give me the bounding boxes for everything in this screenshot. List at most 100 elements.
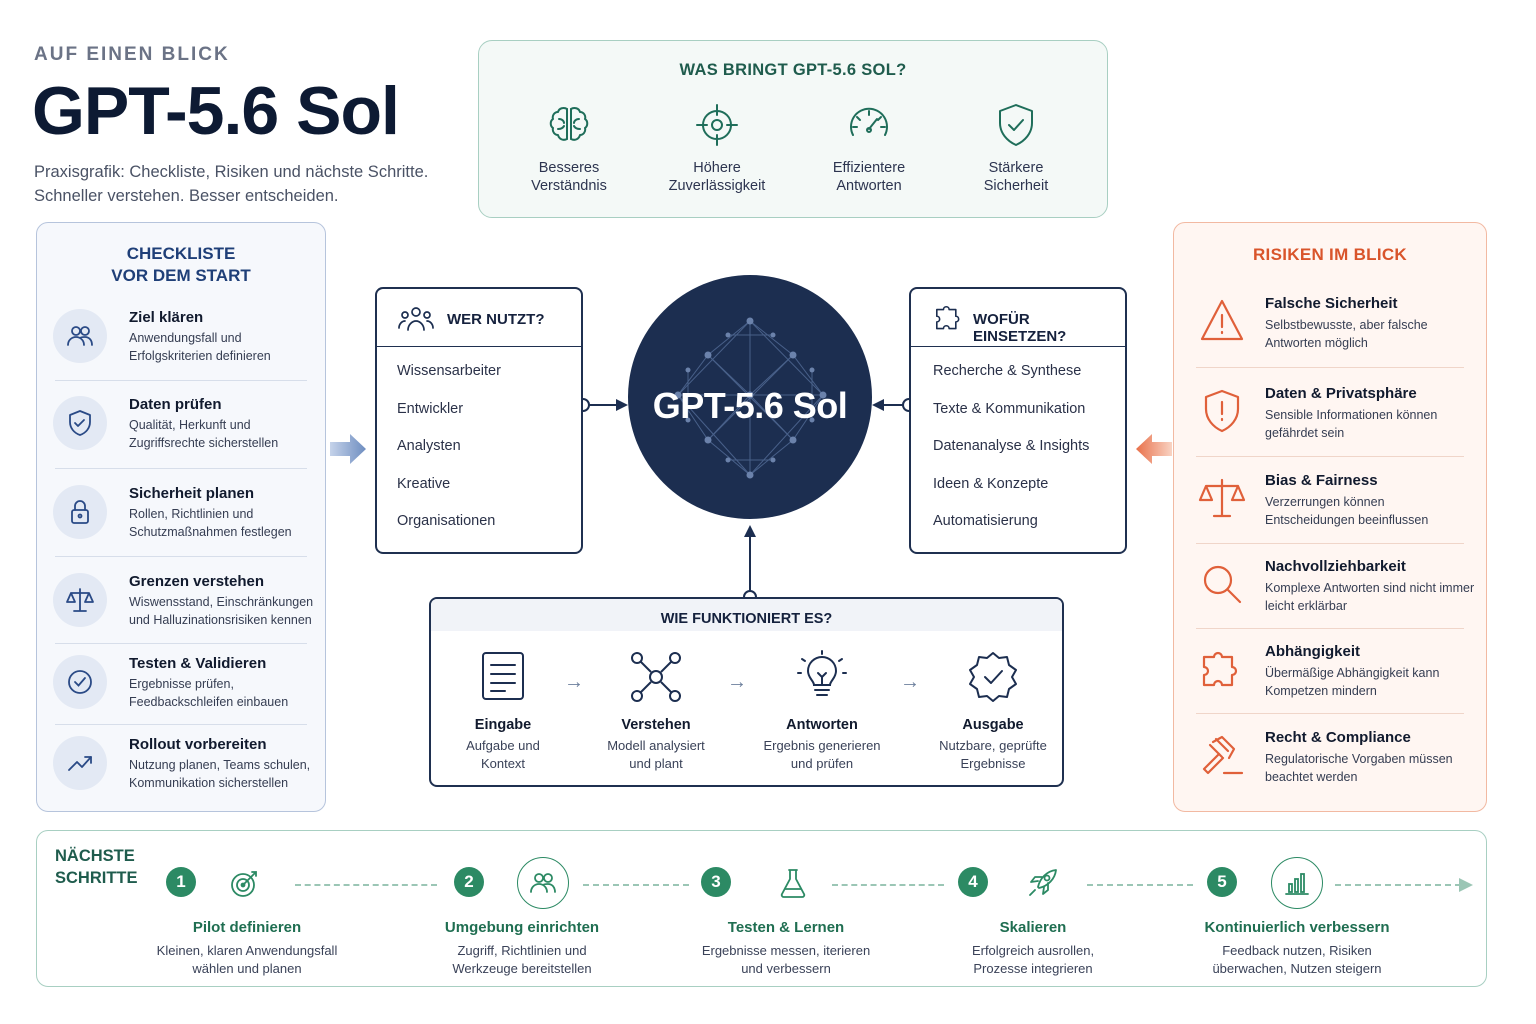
step-text: Pilot definieren Kleinen, klaren Anwendu… (127, 919, 367, 977)
eyebrow-label: AUF EINEN BLICK (34, 44, 230, 65)
step-title: Kontinuierlich verbessern (1204, 919, 1390, 936)
arrow-left-icon (1136, 434, 1172, 464)
puzzle-icon (935, 306, 960, 330)
how-it-works-title: WIE FUNKTIONIERT ES? (660, 611, 833, 627)
divider (55, 556, 307, 557)
lock-icon (71, 500, 89, 524)
subtitle-line-2: Schneller verstehen. Besser entscheiden. (34, 187, 339, 205)
target-arrow-icon (231, 871, 257, 897)
step-icon-badge (1016, 857, 1068, 909)
benefits-panel: WAS BRINGT GPT-5.6 SOL? Besseres Verstän… (478, 40, 1108, 218)
step-number-badge: 5 (1207, 867, 1237, 897)
bar-chart-icon (1285, 873, 1309, 895)
users-icon (67, 326, 93, 346)
divider (1196, 713, 1464, 714)
step-title: Testen & Lernen (727, 919, 845, 936)
checklist-item-title: Daten prüfen (129, 396, 222, 413)
step-desc: Erfolgreich ausrollen, Prozesse integrie… (913, 942, 1153, 977)
risk-title: Bias & Fairness (1265, 472, 1378, 489)
next-steps-title-line2: SCHRITTE (55, 869, 138, 887)
list-item: Organisationen (397, 513, 496, 529)
step-desc-line1: Ergebnis generieren (763, 738, 881, 753)
step-text: Testen & Lernen Ergebnisse messen, iteri… (666, 919, 906, 977)
list-item: Wissensarbeiter (397, 363, 501, 379)
step-desc: Ergebnisse messen, iterieren und verbess… (666, 942, 906, 977)
benefit-reliability: Höhere Zuverlässigkeit (647, 101, 787, 195)
step-arrow-icon: → (564, 671, 584, 693)
how-it-works-header (431, 599, 1062, 631)
divider (55, 468, 307, 469)
step-desc-line1: Feedback nutzen, Risiken (1222, 943, 1372, 958)
list-item: Recherche & Synthese (933, 363, 1082, 379)
benefit-security: Stärkere Sicherheit (946, 101, 1086, 195)
process-step-output: Ausgabe Nutzbare, geprüfte Ergebnisse (918, 649, 1068, 772)
check-circle-icon (68, 670, 92, 694)
model-core-label: GPT-5.6 Sol (652, 385, 848, 426)
step-desc-line1: Modell analysiert (607, 738, 705, 753)
step-desc-line2: Ergebnisse (960, 755, 1026, 771)
use-cases-list: Recherche & Synthese Texte & Kommunikati… (933, 363, 1089, 551)
step-title: Eingabe (474, 717, 532, 733)
shield-check-icon (999, 104, 1033, 146)
step-desc: Feedback nutzen, Risiken überwachen, Nut… (1177, 942, 1417, 977)
step-desc-line2: Kontext (480, 755, 526, 771)
shield-check-icon (69, 410, 91, 436)
step-text: Kontinuierlich verbessern Feedback nutze… (1177, 919, 1417, 977)
checklist-item: Rollout vorbereiten Nutzung planen, Team… (53, 724, 323, 812)
document-icon (482, 652, 524, 700)
checklist-item-desc: Qualität, Herkunft und Zugriffsrechte si… (129, 418, 279, 450)
checklist-item-desc: Anwendungsfall und Erfolgskriterien defi… (129, 331, 271, 363)
step-connector (295, 884, 437, 886)
use-cases-panel: WOFÜR EINSETZEN? Recherche & Synthese Te… (909, 287, 1127, 554)
flask-icon (780, 869, 806, 898)
step-desc-line2: Werkzeuge bereitstellen (452, 960, 592, 976)
benefit-label-line1: Effizientere (832, 160, 906, 176)
arrow-head-icon (1459, 878, 1473, 892)
step-title: Verstehen (621, 717, 691, 733)
who-uses-header: WER NUTZT? (377, 289, 581, 347)
risks-panel: RISIKEN IM BLICK Falsche Sicherheit Selb… (1173, 222, 1487, 812)
checklist-item: Daten prüfen Qualität, Herkunft und Zugr… (53, 384, 323, 472)
checklist-title: CHECKLISTE VOR DEM START (37, 243, 325, 287)
risk-desc: Verzerrungen können Entscheidungen beein… (1265, 495, 1429, 527)
step-icon-badge (767, 857, 819, 909)
next-steps-title: NÄCHSTE SCHRITTE (55, 845, 138, 889)
risk-desc: Sensible Informationen können gefährdet … (1265, 408, 1438, 440)
step-number-badge: 2 (454, 867, 484, 897)
step-desc-line1: Erfolgreich ausrollen, (971, 943, 1095, 958)
list-item: Kreative (397, 475, 451, 492)
subtitle-line-1: Praxisgrafik: Checkliste, Risiken und nä… (34, 163, 429, 181)
checklist-item-desc: Ergebnisse prüfen, Feedbackschleifen ein… (129, 677, 289, 709)
speedometer-icon (850, 107, 888, 136)
checklist-icon-badge (53, 309, 107, 363)
use-cases-title: WOFÜR EINSETZEN? (973, 311, 1067, 345)
risk-title: Daten & Privatsphäre (1265, 385, 1417, 402)
step-title: Ausgabe (962, 717, 1024, 733)
risk-desc: Selbstbewusste, aber falsche Antworten m… (1265, 318, 1428, 350)
shield-alert-icon (1204, 389, 1240, 433)
checklist-item-title: Testen & Validieren (129, 655, 267, 672)
list-item: Analysten (397, 438, 461, 454)
step-desc-line1: Aufgabe und (466, 738, 540, 753)
risk-desc: Komplexe Antworten sind nicht immer leic… (1265, 581, 1475, 613)
target-icon (696, 104, 738, 146)
benefit-efficiency: Effizientere Antworten (799, 101, 939, 195)
step-icon-badge (1271, 857, 1323, 909)
step-connector (832, 884, 944, 886)
step-icon-badge (517, 857, 569, 909)
rocket-icon (1029, 869, 1057, 896)
benefit-label-line2: Sicherheit (983, 178, 1049, 194)
step-desc-line2: und prüfen (790, 755, 854, 771)
page-subtitle: Praxisgrafik: Checkliste, Risiken und nä… (34, 160, 428, 208)
benefit-understanding: Besseres Verständnis (499, 101, 639, 195)
benefit-label-line2: Zuverlässigkeit (668, 178, 766, 194)
checklist-title-line1: CHECKLISTE (126, 244, 236, 263)
risks-title: RISIKEN IM BLICK (1252, 245, 1408, 264)
step-desc-line2: überwachen, Nutzen steigern (1212, 960, 1382, 976)
checklist-item-title: Sicherheit planen (129, 485, 255, 502)
step-desc: Modell analysiert und plant (581, 737, 731, 772)
step-icon-badge (219, 857, 271, 909)
arrow-right-icon (330, 434, 366, 464)
risk-item: Bias & Fairness Verzerrungen können Ents… (1194, 462, 1484, 548)
benefit-label-line2: Verständnis (531, 178, 607, 194)
